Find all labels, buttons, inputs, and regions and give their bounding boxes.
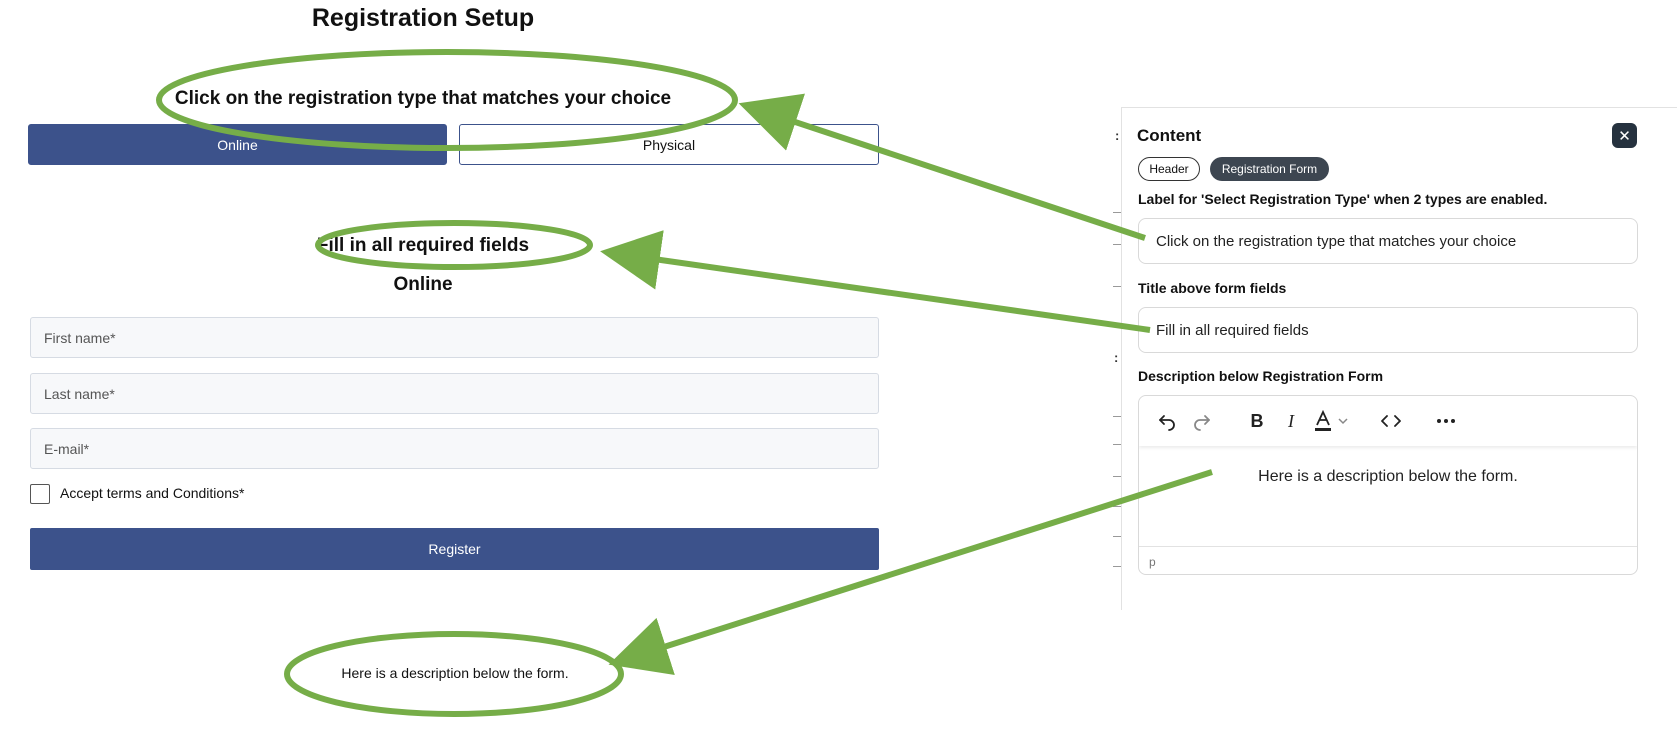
italic-icon[interactable]: I xyxy=(1288,410,1294,431)
underlying-page-edge xyxy=(1113,506,1121,507)
form-description: Here is a description below the form. xyxy=(341,665,569,681)
email-field[interactable] xyxy=(30,428,879,469)
description-editor: B I Here is a description below the form… xyxy=(1138,395,1638,575)
underlying-page-edge xyxy=(1113,416,1121,417)
form-fields-title: Fill in all required fields xyxy=(316,235,530,256)
more-icon[interactable] xyxy=(1434,408,1458,434)
close-button[interactable]: ✕ xyxy=(1612,123,1637,148)
undo-icon[interactable] xyxy=(1156,408,1178,434)
close-icon: ✕ xyxy=(1618,127,1631,145)
underlying-page-edge xyxy=(1113,212,1121,213)
page-title: Registration Setup xyxy=(311,4,535,32)
registration-type-label: Click on the registration type that matc… xyxy=(174,88,672,109)
title-input[interactable] xyxy=(1138,307,1638,353)
editor-statusbar: p xyxy=(1139,546,1637,574)
redo-icon[interactable] xyxy=(1191,408,1213,434)
last-name-field[interactable] xyxy=(30,373,879,414)
type-label-caption: Label for 'Select Registration Type' whe… xyxy=(1138,191,1548,207)
underlying-page-edge xyxy=(1113,566,1121,567)
chevron-down-icon[interactable] xyxy=(1336,408,1350,434)
underlying-page-edge xyxy=(1113,476,1121,477)
type-label-input[interactable] xyxy=(1138,218,1638,264)
element-path: p xyxy=(1149,555,1156,569)
underlying-page-edge: : xyxy=(1115,128,1120,143)
panel-title: Content xyxy=(1137,126,1202,145)
description-caption: Description below Registration Form xyxy=(1138,368,1384,384)
editor-toolbar: B I xyxy=(1139,396,1637,446)
underlying-page-edge: : xyxy=(1114,350,1119,365)
register-button[interactable]: Register xyxy=(30,528,879,570)
selected-type-heading: Online xyxy=(393,274,453,295)
tab-physical[interactable]: Physical xyxy=(459,124,879,165)
underlying-page-edge xyxy=(1113,536,1121,537)
underlying-page-edge xyxy=(1113,286,1121,287)
tab-registration-form[interactable]: Registration Form xyxy=(1210,157,1329,181)
editor-text: Here is a description below the form. xyxy=(1258,468,1518,485)
bold-icon[interactable]: B xyxy=(1250,410,1264,431)
title-caption: Title above form fields xyxy=(1138,280,1287,296)
text-color-icon[interactable] xyxy=(1311,408,1335,434)
underlying-page-edge xyxy=(1113,444,1121,445)
tab-header[interactable]: Header xyxy=(1138,157,1200,181)
code-icon[interactable] xyxy=(1379,408,1403,434)
terms-label: Accept terms and Conditions* xyxy=(60,485,245,501)
editor-content[interactable]: Here is a description below the form. xyxy=(1139,446,1637,546)
first-name-field[interactable] xyxy=(30,317,879,358)
terms-checkbox[interactable] xyxy=(30,484,50,504)
underlying-page-edge xyxy=(1113,244,1121,245)
tab-online[interactable]: Online xyxy=(28,124,447,165)
